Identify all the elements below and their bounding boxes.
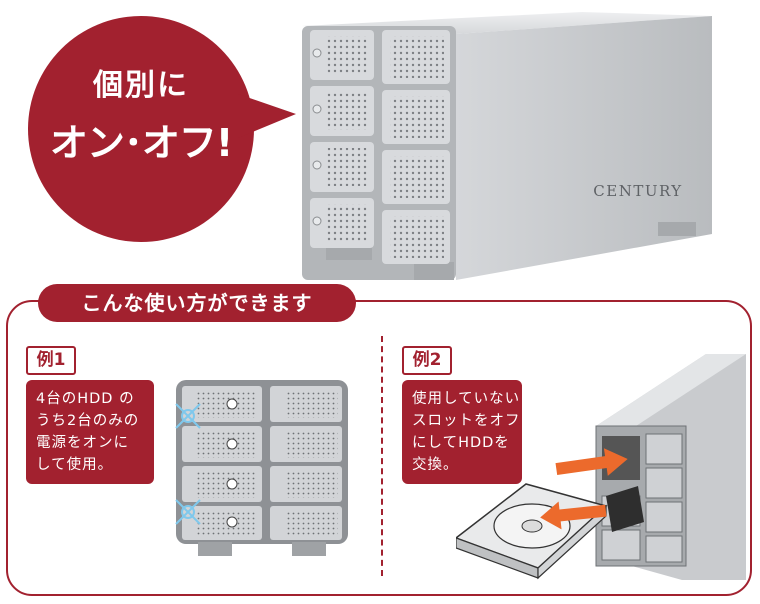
swap-arrows (540, 448, 628, 530)
example2-line: 使用していない (412, 391, 521, 407)
callout-line2: オン･オフ! (49, 121, 233, 165)
example2-line: スロットをオフ (412, 413, 521, 429)
example1-line: 4台のHDD の (36, 391, 135, 407)
product-photo: CENTURY (302, 12, 712, 280)
example1-enclosure-illustration (175, 380, 348, 556)
example1-description: 4台のHDD の うち2台のみの 電源をオンに して使用。 (26, 380, 154, 484)
example2-description: 使用していない スロットをオフ にしてHDDを 交換。 (402, 380, 522, 484)
example1-label: 例1 (26, 346, 76, 375)
example1-line: うち2台のみの (36, 413, 140, 429)
example2-label: 例2 (402, 346, 452, 375)
usage-title: こんな使い方ができます (38, 284, 356, 322)
brand-logo: CENTURY (593, 182, 682, 200)
panel-divider (381, 336, 383, 576)
callout-tail (238, 94, 296, 138)
example1-line: して使用。 (36, 457, 114, 473)
example2-swap-illustration (456, 354, 746, 580)
callout-line1: 個別に (93, 68, 189, 103)
example1-line: 電源をオンに (36, 435, 129, 451)
example2-line: にしてHDDを (412, 435, 510, 451)
example2-line: 交換。 (412, 457, 459, 473)
callout-bubble (28, 16, 254, 242)
